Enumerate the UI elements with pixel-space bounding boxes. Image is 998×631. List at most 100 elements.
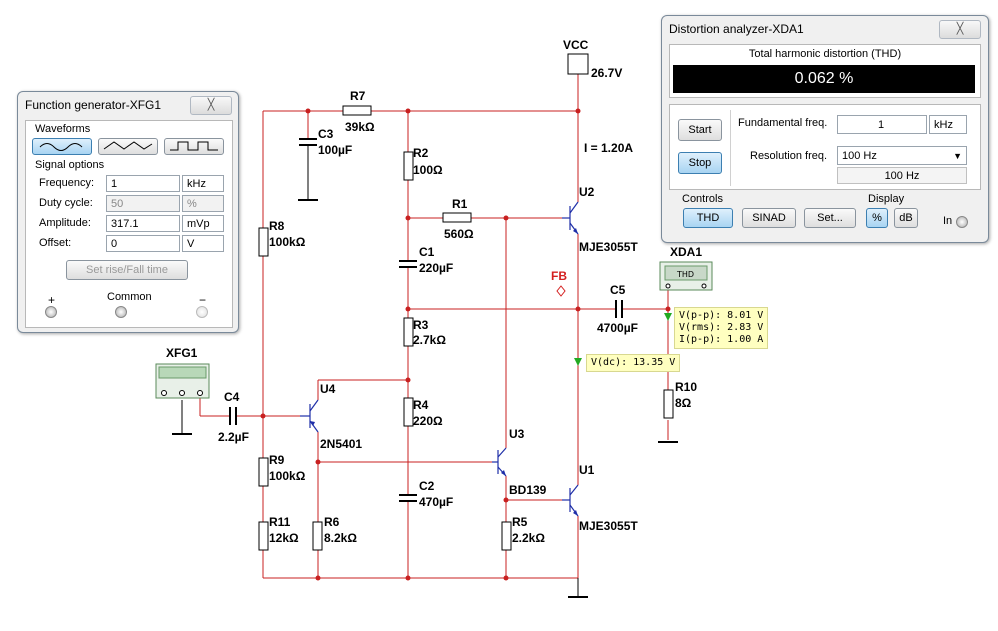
xda1-display: THD <box>676 270 694 279</box>
set-rise-fall-time-button[interactable]: Set rise/Fall time <box>66 260 188 280</box>
plus-terminal-label: + <box>48 293 56 307</box>
transistor-u4[interactable] <box>300 399 319 433</box>
resistor-r11[interactable] <box>258 521 269 551</box>
svg-text:R9: R9 <box>269 453 285 467</box>
waveforms-label: Waveforms <box>35 123 91 135</box>
duty-cycle-unit[interactable]: % <box>182 195 224 212</box>
sine-wave-button[interactable] <box>32 138 92 155</box>
svg-text:MJE3055T: MJE3055T <box>579 519 638 533</box>
resolution-freq-label: Resolution freq. <box>750 150 828 162</box>
svg-text:100Ω: 100Ω <box>413 163 443 177</box>
probe-dc-readout: V(dc): 13.35 V <box>586 354 681 372</box>
controls-label: Controls <box>682 193 723 205</box>
svg-text:100µF: 100µF <box>318 143 352 157</box>
svg-text:2.7kΩ: 2.7kΩ <box>413 333 446 347</box>
signal-options-label: Signal options <box>35 159 105 171</box>
thd-button[interactable]: THD <box>683 208 733 228</box>
fundamental-freq-field[interactable]: 1 <box>837 115 927 134</box>
frequency-field[interactable]: 1 <box>106 175 180 192</box>
resistor-r4[interactable] <box>403 397 414 427</box>
svg-text:39kΩ: 39kΩ <box>345 120 375 134</box>
triangle-wave-button[interactable] <box>98 138 158 155</box>
svg-text:470µF: 470µF <box>419 495 453 509</box>
amplitude-label: Amplitude: <box>39 217 91 229</box>
xda1-instrument-icon[interactable] <box>659 261 713 291</box>
svg-text:R6: R6 <box>324 515 340 529</box>
offset-unit[interactable]: V <box>182 235 224 252</box>
frequency-label: Frequency: <box>39 177 95 189</box>
minus-terminal[interactable] <box>196 306 208 318</box>
svg-text:U4: U4 <box>320 382 336 396</box>
db-button[interactable]: dB <box>894 208 918 228</box>
transistor-u3[interactable] <box>492 447 507 477</box>
svg-text:4700µF: 4700µF <box>597 321 638 335</box>
svg-text:220µF: 220µF <box>419 261 453 275</box>
resistor-r7[interactable] <box>342 105 372 116</box>
xfg1-instrument-icon[interactable] <box>155 363 210 399</box>
function-generator-window[interactable]: Function generator-XFG1 ╳ Waveforms Sign… <box>17 91 239 333</box>
svg-text:U3: U3 <box>509 427 525 441</box>
duty-cycle-label: Duty cycle: <box>39 197 93 209</box>
resistor-r3[interactable] <box>403 317 414 347</box>
sine-wave-icon <box>39 143 83 151</box>
input-terminal-label: In <box>943 215 953 227</box>
resistor-r10[interactable] <box>663 389 674 419</box>
offset-field[interactable]: 0 <box>106 235 180 252</box>
start-button[interactable]: Start <box>678 119 722 141</box>
input-terminal[interactable] <box>956 216 968 228</box>
svg-text:12kΩ: 12kΩ <box>269 531 299 545</box>
amplitude-field[interactable]: 317.1 <box>106 215 180 232</box>
set-button[interactable]: Set... <box>804 208 856 228</box>
square-wave-icon <box>170 141 218 151</box>
svg-text:2.2kΩ: 2.2kΩ <box>512 531 545 545</box>
resistor-r6[interactable] <box>312 521 323 551</box>
stop-button[interactable]: Stop <box>678 152 722 174</box>
resistor-r8[interactable] <box>258 227 269 257</box>
display-group: Display % dB <box>862 193 922 229</box>
svg-text:8Ω: 8Ω <box>675 396 692 410</box>
fb-label: FB <box>551 269 567 283</box>
close-button[interactable]: ╳ <box>190 96 232 115</box>
svg-text:U2: U2 <box>579 185 595 199</box>
thd-value-display: 0.062 % <box>673 65 975 93</box>
resistor-r1[interactable] <box>442 212 472 223</box>
sinad-button[interactable]: SINAD <box>742 208 796 228</box>
chevron-down-icon: ▼ <box>953 151 962 161</box>
svg-text:C2: C2 <box>419 479 435 493</box>
svg-text:R8: R8 <box>269 219 285 233</box>
svg-text:2N5401: 2N5401 <box>320 437 362 451</box>
vcc-source[interactable] <box>567 53 589 75</box>
resistor-r5[interactable] <box>501 521 512 551</box>
duty-cycle-field[interactable]: 50 <box>106 195 180 212</box>
amplitude-unit[interactable]: mVp <box>182 215 224 232</box>
xfg1-label: XFG1 <box>166 346 198 360</box>
svg-text:MJE3055T: MJE3055T <box>579 240 638 254</box>
svg-text:R2: R2 <box>413 146 429 160</box>
window-title: Function generator-XFG1 <box>25 98 162 112</box>
display-label: Display <box>868 193 905 205</box>
distortion-analyzer-window[interactable]: Distortion analyzer-XDA1 ╳ Total harmoni… <box>661 15 989 243</box>
percent-button[interactable]: % <box>866 208 888 228</box>
resolution-freq-select[interactable]: 100 Hz ▼ <box>837 146 967 165</box>
square-wave-button[interactable] <box>164 138 224 155</box>
resistor-r9[interactable] <box>258 457 269 487</box>
vcc-value: 26.7V <box>591 66 622 80</box>
offset-label: Offset: <box>39 237 72 249</box>
controls-group: Controls THD SINAD Set... <box>676 193 860 229</box>
xda1-label: XDA1 <box>670 245 702 259</box>
plus-terminal[interactable] <box>45 306 57 318</box>
resistor-r2[interactable] <box>403 151 414 181</box>
svg-text:C5: C5 <box>610 283 626 297</box>
close-button[interactable]: ╳ <box>939 20 981 39</box>
svg-text:8.2kΩ: 8.2kΩ <box>324 531 357 545</box>
separator <box>730 110 731 186</box>
probe-ac-readout: V(p-p): 8.01 V V(rms): 2.83 V I(p-p): 1.… <box>674 307 769 349</box>
current-annotation: I = 1.20A <box>584 141 633 155</box>
common-terminal[interactable] <box>115 306 127 318</box>
svg-text:C3: C3 <box>318 127 334 141</box>
fundamental-freq-unit[interactable]: kHz <box>929 115 967 134</box>
frequency-unit[interactable]: kHz <box>182 175 224 192</box>
thd-label: Total harmonic distortion (THD) <box>748 48 902 60</box>
svg-text:100kΩ: 100kΩ <box>269 469 306 483</box>
